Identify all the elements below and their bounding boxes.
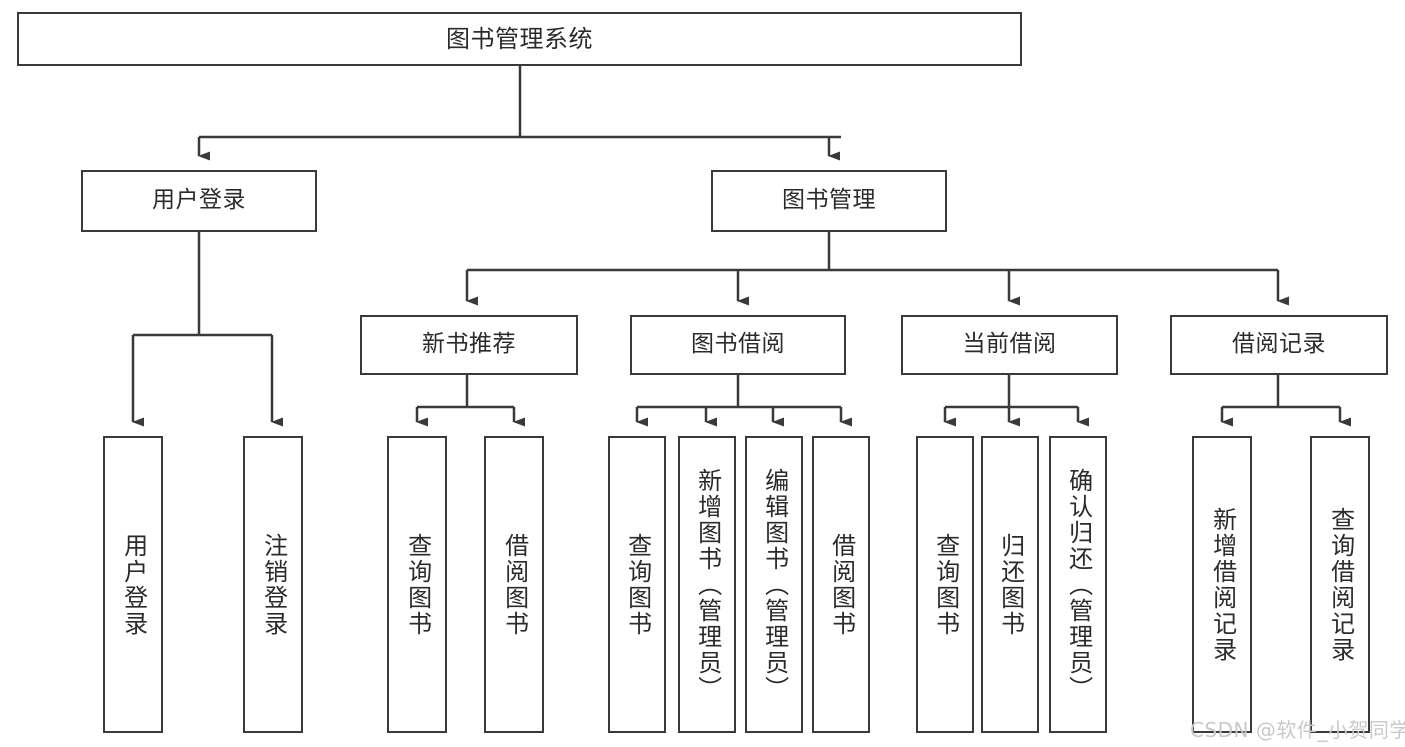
leaf-borrow-book[interactable]: 借阅图书	[812, 436, 870, 733]
node-user-login[interactable]: 用户登录	[81, 170, 317, 232]
node-label: 用户登录	[119, 532, 148, 637]
node-label: 查询图书	[403, 532, 432, 637]
node-label: 查询图书	[623, 532, 652, 637]
node-label: 新增图书（管理员）	[693, 467, 722, 702]
node-label: 新增借阅记录	[1208, 506, 1237, 663]
node-label: 归还图书	[996, 532, 1025, 637]
leaf-return-book[interactable]: 归还图书	[981, 436, 1039, 733]
node-label: 新书推荐	[422, 331, 516, 358]
leaf-query-book-recommend[interactable]: 查询图书	[387, 436, 447, 733]
node-label: 借阅图书	[500, 532, 529, 637]
watermark-csdn: CSDN @软件_小贺同学	[1190, 718, 1405, 742]
node-label: 借阅记录	[1232, 331, 1326, 358]
node-label: 图书管理	[782, 187, 876, 214]
node-borrow-record[interactable]: 借阅记录	[1170, 315, 1388, 375]
node-label: 注销登录	[259, 532, 288, 637]
node-label: 用户登录	[152, 187, 246, 214]
node-label: 确认归还（管理员）	[1064, 467, 1093, 702]
leaf-confirm-return-admin[interactable]: 确认归还（管理员）	[1049, 436, 1107, 733]
leaf-add-book-admin[interactable]: 新增图书（管理员）	[678, 436, 736, 733]
leaf-edit-book-admin[interactable]: 编辑图书（管理员）	[745, 436, 803, 733]
leaf-borrow-book-recommend[interactable]: 借阅图书	[484, 436, 544, 733]
node-label: 图书借阅	[691, 331, 785, 358]
node-book-management[interactable]: 图书管理	[711, 170, 947, 232]
leaf-query-borrow-record[interactable]: 查询借阅记录	[1310, 436, 1370, 733]
node-current-borrow[interactable]: 当前借阅	[901, 315, 1118, 375]
node-book-borrow[interactable]: 图书借阅	[630, 315, 846, 375]
leaf-user-login[interactable]: 用户登录	[103, 436, 163, 733]
node-new-book-recommend[interactable]: 新书推荐	[360, 315, 578, 375]
node-label: 查询借阅记录	[1326, 506, 1355, 663]
node-label: 借阅图书	[827, 532, 856, 637]
leaf-add-borrow-record[interactable]: 新增借阅记录	[1192, 436, 1252, 733]
leaf-query-book-current[interactable]: 查询图书	[916, 436, 974, 733]
node-label: 查询图书	[931, 532, 960, 637]
node-label: 当前借阅	[962, 331, 1057, 358]
node-root-book-management-system[interactable]: 图书管理系统	[17, 12, 1022, 66]
node-label: 编辑图书（管理员）	[760, 467, 789, 702]
leaf-logout[interactable]: 注销登录	[243, 436, 303, 733]
leaf-query-book-borrow[interactable]: 查询图书	[608, 436, 666, 733]
node-label: 图书管理系统	[446, 24, 593, 53]
